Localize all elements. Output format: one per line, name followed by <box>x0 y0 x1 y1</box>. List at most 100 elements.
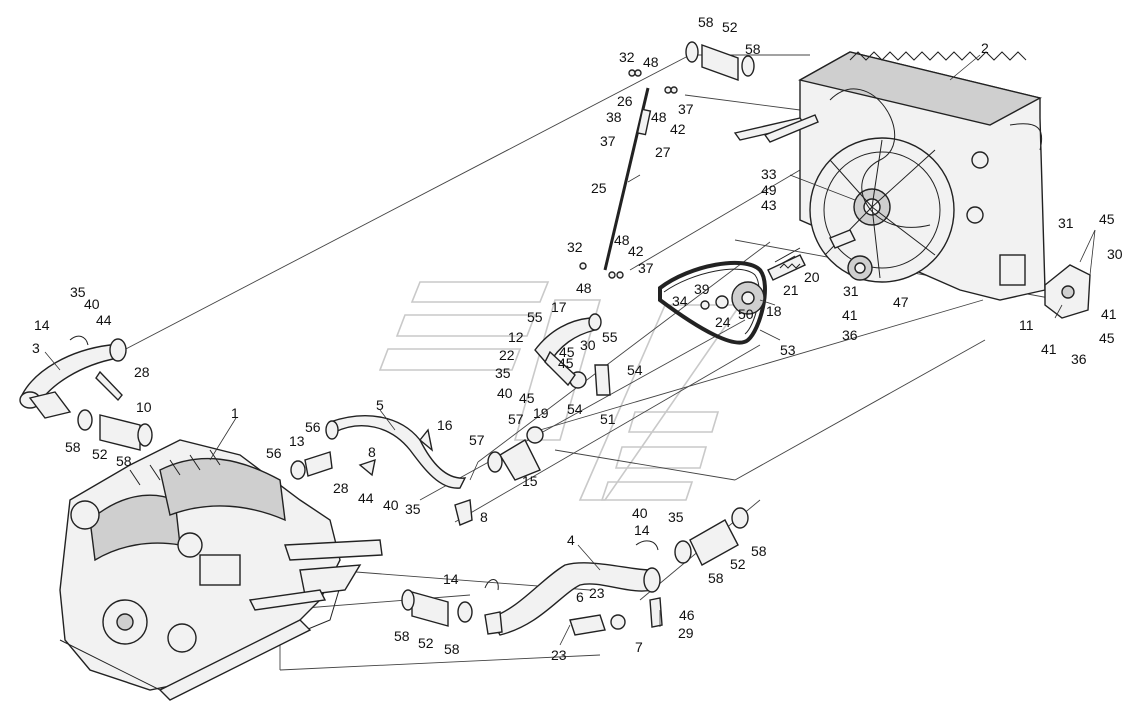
hose-52-right <box>674 507 749 566</box>
callout-label: 37 <box>678 101 694 117</box>
callout-label: 35 <box>405 501 421 517</box>
callout-label: 58 <box>65 439 81 455</box>
callout-label: 58 <box>745 41 761 57</box>
callout-label: 41 <box>842 307 858 323</box>
callout-label: 35 <box>70 284 86 300</box>
callout-label: 37 <box>600 133 616 149</box>
hose-15 <box>487 426 544 481</box>
callout-label: 49 <box>761 182 777 198</box>
radiator-unit <box>798 51 1046 301</box>
callout-label: 36 <box>842 327 858 343</box>
callout-label: 10 <box>136 399 152 415</box>
callout-label: 58 <box>708 570 724 586</box>
callout-label: 45 <box>558 355 574 371</box>
callout-label: 30 <box>1107 246 1123 262</box>
callout-label: 48 <box>643 54 659 70</box>
callout-label: 56 <box>305 419 321 435</box>
pipe-12 <box>534 313 611 396</box>
callout-label: 3 <box>32 340 40 356</box>
callout-label: 52 <box>418 635 434 651</box>
callout-label: 44 <box>358 490 374 506</box>
radiator-brackets <box>733 114 873 281</box>
callout-label: 29 <box>678 625 694 641</box>
callout-label: 42 <box>670 121 686 137</box>
callout-label: 24 <box>715 314 731 330</box>
callout-label: 4 <box>567 532 575 548</box>
callout-label: 35 <box>495 365 511 381</box>
callout-label: 54 <box>627 362 643 378</box>
callout-label: 21 <box>783 282 799 298</box>
watermark-logo <box>378 281 742 501</box>
callout-label: 51 <box>600 411 616 427</box>
callout-label: 53 <box>780 342 796 358</box>
callout-label: 45 <box>559 344 575 360</box>
callout-label: 27 <box>655 144 671 160</box>
callout-label: 23 <box>551 647 567 663</box>
callout-label: 36 <box>1071 351 1087 367</box>
callout-label: 32 <box>619 49 635 65</box>
hose-3 <box>19 335 127 419</box>
callout-label: 41 <box>1101 306 1117 322</box>
hose-52-left <box>77 409 153 451</box>
callout-label: 6 <box>576 589 584 605</box>
callout-label: 14 <box>443 571 459 587</box>
callout-label: 16 <box>437 417 453 433</box>
callout-label: 48 <box>614 232 630 248</box>
callout-label: 15 <box>522 473 538 489</box>
callout-label: 8 <box>480 509 488 525</box>
callout-label: 52 <box>730 556 746 572</box>
callout-label: 30 <box>580 337 596 353</box>
callout-label: 1 <box>231 405 239 421</box>
callout-label: 47 <box>893 294 909 310</box>
callout-label: 40 <box>383 497 399 513</box>
callout-label: 23 <box>589 585 605 601</box>
callout-label: 52 <box>722 19 738 35</box>
engine-block <box>59 439 383 701</box>
callouts: 1 2 3 4 5 6 7 8 8 10 11 12 13 14 14 14 1… <box>32 14 1123 663</box>
callout-label: 2 <box>981 40 989 56</box>
callout-label: 52 <box>92 446 108 462</box>
callout-label: 38 <box>606 109 622 125</box>
callout-label: 32 <box>567 239 583 255</box>
callout-label: 41 <box>1041 341 1057 357</box>
callout-label: 45 <box>1099 330 1115 346</box>
callout-label: 57 <box>508 411 524 427</box>
callout-label: 19 <box>533 405 549 421</box>
callout-label: 17 <box>551 299 567 315</box>
callout-label: 14 <box>34 317 50 333</box>
callout-label: 40 <box>632 505 648 521</box>
callout-label: 42 <box>628 243 644 259</box>
callout-label: 37 <box>638 260 654 276</box>
callout-label: 40 <box>497 385 513 401</box>
callout-label: 28 <box>333 480 349 496</box>
callout-label: 22 <box>499 347 515 363</box>
callout-label: 31 <box>1058 215 1074 231</box>
callout-label: 25 <box>591 180 607 196</box>
callout-label: 55 <box>602 329 618 345</box>
callout-label: 58 <box>394 628 410 644</box>
callout-label: 45 <box>1099 211 1115 227</box>
callout-label: 7 <box>635 639 643 655</box>
callout-label: 18 <box>766 303 782 319</box>
callout-label: 34 <box>672 293 688 309</box>
callout-label: 56 <box>266 445 282 461</box>
callout-label: 35 <box>668 509 684 525</box>
callout-label: 26 <box>617 93 633 109</box>
hose-52-top <box>685 41 755 81</box>
callout-label: 48 <box>576 280 592 296</box>
callout-label: 57 <box>469 432 485 448</box>
callout-label: 8 <box>368 444 376 460</box>
callout-label: 46 <box>679 607 695 623</box>
callout-label: 40 <box>84 296 100 312</box>
leader-lines <box>44 54 1096 646</box>
belt-drive <box>658 254 806 345</box>
tension-rod-25 <box>579 69 678 279</box>
callout-label: 55 <box>527 309 543 325</box>
callout-label: 43 <box>761 197 777 213</box>
callout-label: 33 <box>761 166 777 182</box>
callout-label: 58 <box>444 641 460 657</box>
callout-label: 58 <box>698 14 714 30</box>
callout-label: 50 <box>738 306 754 322</box>
callout-label: 13 <box>289 433 305 449</box>
pipe-5 <box>290 415 473 526</box>
